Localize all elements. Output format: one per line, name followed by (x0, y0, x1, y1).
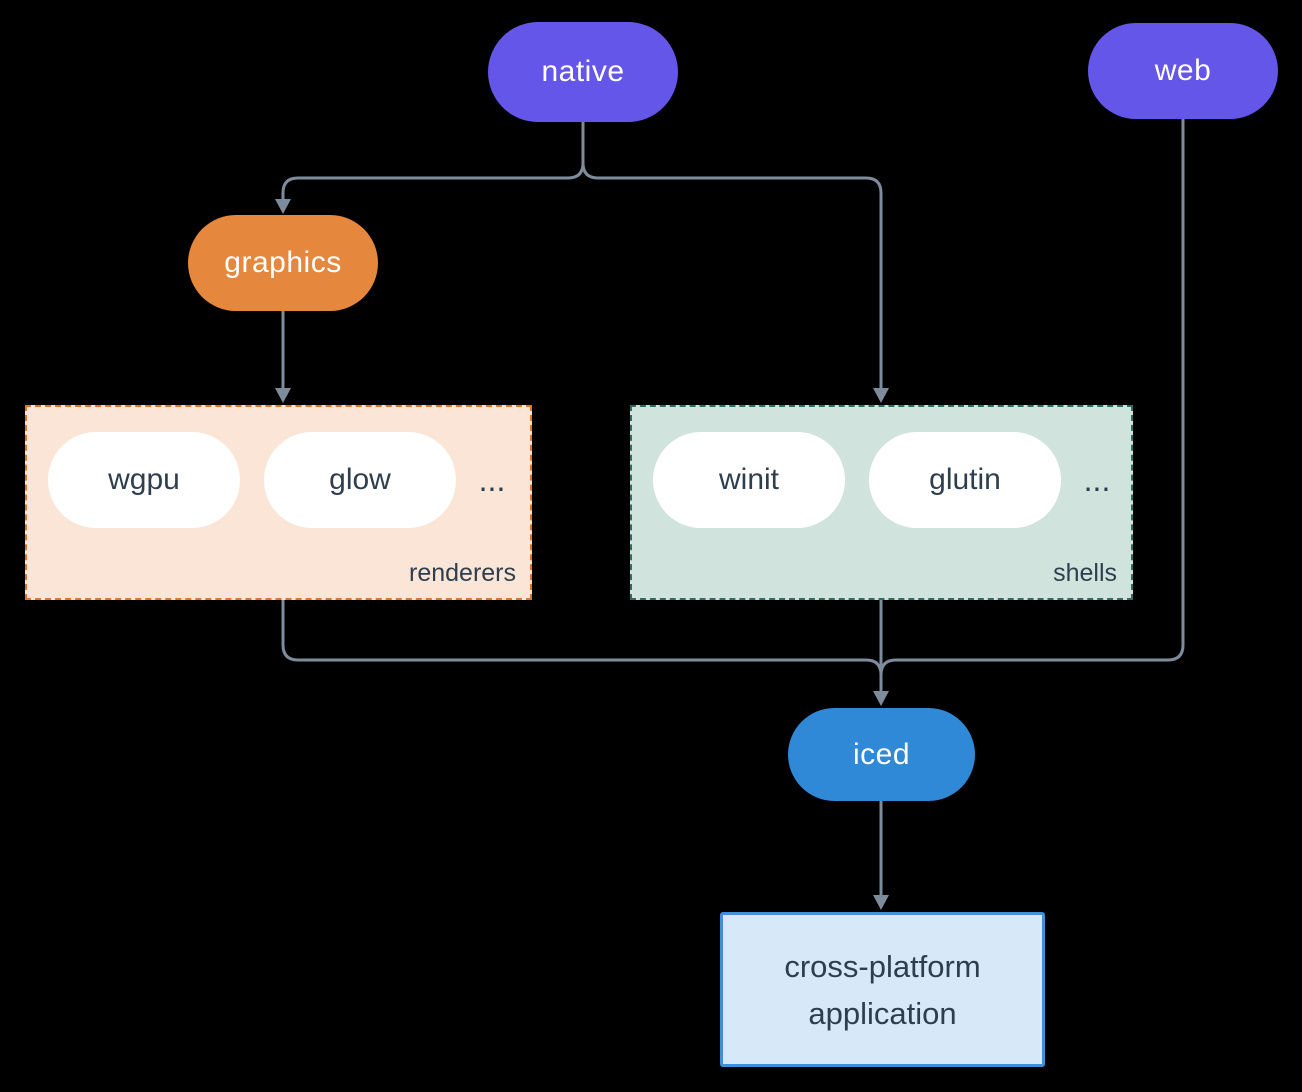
graphics-node-label: graphics (224, 246, 342, 279)
app-node-label-line1: cross-platform (784, 948, 981, 984)
web-node: web (1088, 23, 1278, 119)
web-node-label: web (1154, 54, 1212, 87)
renderers-group: wgpu glow ... renderers (25, 405, 532, 600)
shell-pill-glutin: glutin (869, 432, 1061, 528)
renderer-pill-wgpu-label: wgpu (108, 463, 180, 496)
renderers-group-label: renderers (409, 559, 516, 587)
arrowhead-into-renderers (275, 388, 291, 403)
iced-node: iced (788, 708, 975, 801)
renderers-ellipsis: ... (478, 462, 506, 498)
arrowhead-into-graphics (275, 199, 291, 214)
cross-platform-application-node: cross-platform application (720, 912, 1045, 1067)
shells-ellipsis: ... (1083, 462, 1111, 498)
graphics-node: graphics (188, 215, 378, 311)
shell-pill-glutin-label: glutin (929, 463, 1001, 496)
native-node-label: native (541, 55, 625, 88)
arrowhead-into-app (873, 895, 889, 910)
shells-group-label: shells (1053, 559, 1117, 587)
renderer-pill-wgpu: wgpu (48, 432, 240, 528)
renderer-pill-glow-label: glow (329, 463, 391, 496)
renderer-pill-glow: glow (264, 432, 456, 528)
iced-node-label: iced (852, 737, 911, 771)
edge-renderers-to-merge (281, 600, 883, 676)
shells-group: winit glutin ... shells (630, 405, 1133, 600)
edge-native-to-graphics (281, 122, 585, 201)
native-node: native (488, 22, 678, 122)
edge-native-to-shells (581, 162, 883, 390)
shell-pill-winit-label: winit (718, 463, 779, 496)
arrowhead-into-shells (873, 388, 889, 403)
arrowhead-into-iced (873, 691, 889, 706)
edge-web-to-merge (879, 118, 1185, 676)
app-node-label-line2: application (808, 995, 957, 1031)
shell-pill-winit: winit (653, 432, 845, 528)
